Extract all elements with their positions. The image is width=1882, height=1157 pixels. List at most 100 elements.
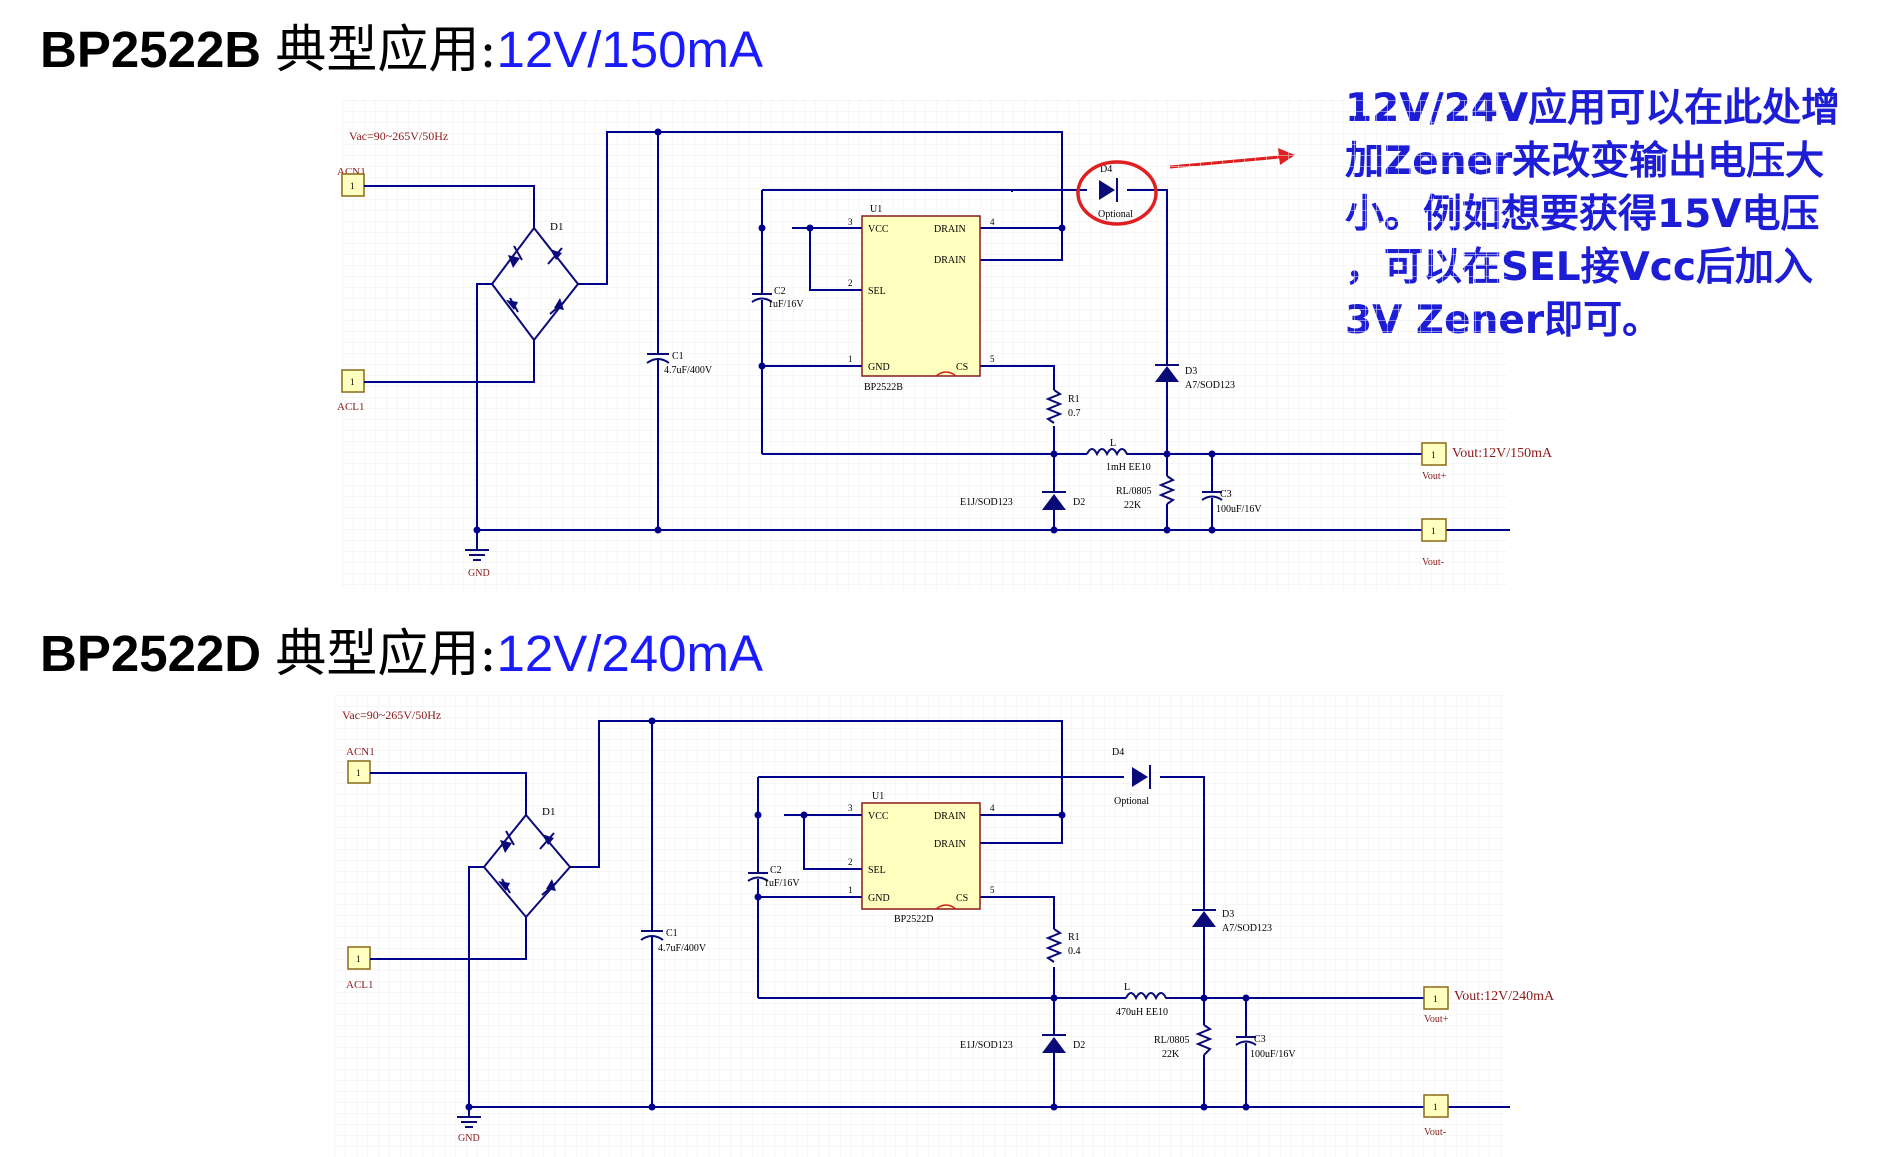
bridge-rectifier-d1 bbox=[490, 226, 580, 342]
d3-label: D3 bbox=[1222, 909, 1234, 920]
vout-plus-label: Vout+ bbox=[1422, 471, 1447, 482]
vac-label: Vac=90~265V/50Hz bbox=[349, 129, 448, 143]
junctions bbox=[473, 128, 1216, 534]
pin-drain: DRAIN bbox=[934, 811, 966, 822]
pin-num-2: 2 bbox=[848, 857, 853, 867]
pin-num-3: 3 bbox=[848, 803, 853, 813]
schematic-canvas: Vac=90~265V/50Hz ACN1 1 1 ACL1 D1 GND C1… bbox=[337, 100, 1553, 590]
c1-label: C1 bbox=[672, 351, 684, 362]
grid-background bbox=[334, 695, 1506, 1157]
c3-value: 100uF/16V bbox=[1250, 1049, 1296, 1060]
pin-cs: CS bbox=[956, 362, 968, 373]
d2-value: E1J/SOD123 bbox=[960, 1040, 1013, 1051]
pin-number: 1 bbox=[1431, 526, 1436, 536]
pin-number: 1 bbox=[356, 954, 361, 964]
title-spec: 12V/150mA bbox=[496, 21, 764, 78]
c2-label: C2 bbox=[774, 286, 786, 297]
pin-gnd: GND bbox=[868, 893, 890, 904]
pin-sel: SEL bbox=[868, 286, 886, 297]
capacitor-c2 bbox=[751, 293, 773, 303]
capacitor-c1 bbox=[646, 353, 670, 364]
d4-value: Optional bbox=[1098, 209, 1133, 220]
r1-label: R1 bbox=[1068, 394, 1080, 405]
pin-drain: DRAIN bbox=[934, 839, 966, 850]
pin-vcc: VCC bbox=[868, 811, 889, 822]
pin-num-5: 5 bbox=[990, 885, 995, 895]
diode-d3 bbox=[1192, 909, 1216, 927]
capacitor-c2 bbox=[747, 872, 769, 882]
d2-value: E1J/SOD123 bbox=[960, 497, 1013, 508]
c1-label: C1 bbox=[666, 928, 678, 939]
u1-label: U1 bbox=[870, 204, 882, 215]
part-number: BP2522D bbox=[40, 625, 262, 682]
rl-label: RL/0805 bbox=[1116, 486, 1152, 497]
chip-marker bbox=[935, 904, 957, 910]
gnd-label: GND bbox=[468, 568, 490, 579]
vout-minus-label: Vout- bbox=[1424, 1127, 1446, 1138]
title-typical-app: 典型应用: bbox=[275, 625, 497, 684]
d2-label: D2 bbox=[1073, 1040, 1085, 1051]
pin-gnd: GND bbox=[868, 362, 890, 373]
pin-number: 1 bbox=[1433, 1102, 1438, 1112]
l-value: 470uH EE10 bbox=[1116, 1007, 1168, 1018]
c3-value: 100uF/16V bbox=[1216, 504, 1262, 515]
inductor-l bbox=[1086, 448, 1132, 457]
pin-num-1: 1 bbox=[848, 354, 853, 364]
diode-d4-optional bbox=[1099, 178, 1118, 202]
c1-value: 4.7uF/400V bbox=[658, 943, 707, 954]
resistor-r1 bbox=[1045, 928, 1063, 963]
r1-value: 0.7 bbox=[1068, 408, 1081, 419]
d2-label: D2 bbox=[1073, 497, 1085, 508]
inductor-l bbox=[1125, 992, 1174, 1001]
bridge-rectifier-d1 bbox=[482, 813, 572, 919]
title-typical-app: 典型应用: bbox=[275, 21, 497, 80]
capacitor-c3 bbox=[1201, 491, 1223, 501]
d1-label: D1 bbox=[542, 806, 555, 818]
u1-label: U1 bbox=[872, 791, 884, 802]
capacitor-c3 bbox=[1235, 1036, 1257, 1046]
ic-u1 bbox=[861, 215, 981, 377]
vout-label: Vout:12V/240mA bbox=[1454, 989, 1555, 1004]
pin-number: 1 bbox=[350, 377, 355, 387]
pin-num-4: 4 bbox=[990, 217, 995, 227]
chip-marker bbox=[935, 371, 957, 377]
highlight-circle bbox=[1076, 160, 1158, 226]
l-label: L bbox=[1124, 982, 1130, 993]
acl1-label: ACL1 bbox=[337, 401, 365, 413]
vout-plus-connector bbox=[1421, 442, 1447, 466]
pin-number: 1 bbox=[1433, 994, 1438, 1004]
capacitor-c1 bbox=[640, 930, 664, 941]
diode-d2 bbox=[1042, 491, 1066, 510]
ic-u1 bbox=[861, 802, 981, 910]
pin-drain: DRAIN bbox=[934, 255, 966, 266]
pin-sel: SEL bbox=[868, 865, 886, 876]
pin-num-3: 3 bbox=[848, 217, 853, 227]
c2-value: 1uF/16V bbox=[768, 299, 804, 310]
pin-num-4: 4 bbox=[990, 803, 995, 813]
vout-plus-connector bbox=[1423, 986, 1449, 1010]
schematic-title-bp2522b: BP2522B 典型应用:12V/150mA bbox=[40, 24, 763, 76]
d3-value: A7/SOD123 bbox=[1222, 923, 1272, 934]
d4-label: D4 bbox=[1100, 164, 1112, 175]
pin-num-5: 5 bbox=[990, 354, 995, 364]
resistor-r1 bbox=[1045, 389, 1063, 424]
d3-value: A7/SOD123 bbox=[1185, 380, 1235, 391]
rl-value: 22K bbox=[1162, 1049, 1180, 1060]
l-label: L bbox=[1110, 438, 1116, 449]
gnd-label: GND bbox=[458, 1133, 480, 1144]
pin-number: 1 bbox=[350, 181, 355, 191]
wires bbox=[382, 720, 1510, 1108]
vout-minus-connector bbox=[1423, 1094, 1449, 1118]
diode-d3 bbox=[1155, 364, 1179, 382]
part-number: BP2522B bbox=[40, 21, 262, 78]
pin-vcc: VCC bbox=[868, 224, 889, 235]
wires bbox=[390, 131, 1510, 540]
acn1-label: ACN1 bbox=[346, 746, 375, 758]
c2-value: 1uF/16V bbox=[764, 878, 800, 889]
rl-value: 22K bbox=[1124, 500, 1142, 511]
vout-plus-label: Vout+ bbox=[1424, 1014, 1449, 1025]
schematic-title-bp2522d: BP2522D 典型应用:12V/240mA bbox=[40, 628, 763, 680]
c2-label: C2 bbox=[770, 865, 782, 876]
d4-value: Optional bbox=[1114, 796, 1149, 807]
d4-label: D4 bbox=[1112, 747, 1124, 758]
